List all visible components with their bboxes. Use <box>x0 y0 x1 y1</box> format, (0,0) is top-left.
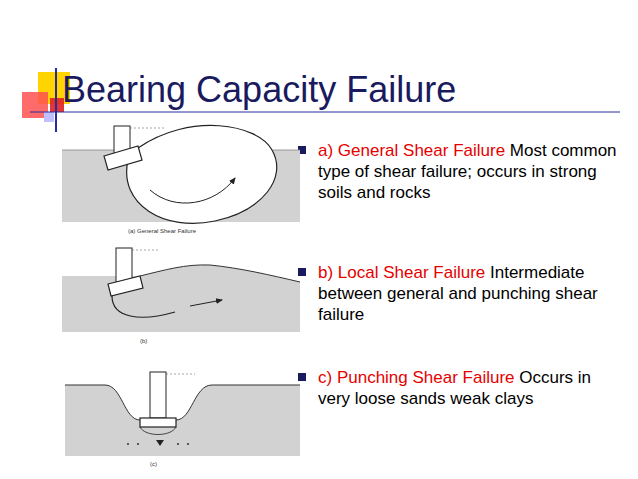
slide-title: Bearing Capacity Failure <box>62 70 456 110</box>
bullet-heading: c) Punching Shear Failure <box>318 368 515 387</box>
bullet-item: b) Local Shear Failure Intermediate betw… <box>318 262 623 325</box>
general-shear-figure <box>62 125 300 223</box>
figure-caption: (a) General Shear Failure <box>128 228 196 235</box>
punching-shear-figure <box>65 372 300 456</box>
figure-caption: (c) <box>150 461 157 468</box>
bullet-heading: a) General Shear Failure <box>318 141 505 160</box>
bullet-heading: b) Local Shear Failure <box>318 263 485 282</box>
bullet-item: c) Punching Shear Failure Occurs in very… <box>318 367 623 409</box>
bullet-item: a) General Shear Failure Most common typ… <box>318 140 623 203</box>
local-shear-figure <box>62 248 300 332</box>
title-decoration <box>22 68 620 132</box>
figure-caption: (b) <box>140 338 147 345</box>
